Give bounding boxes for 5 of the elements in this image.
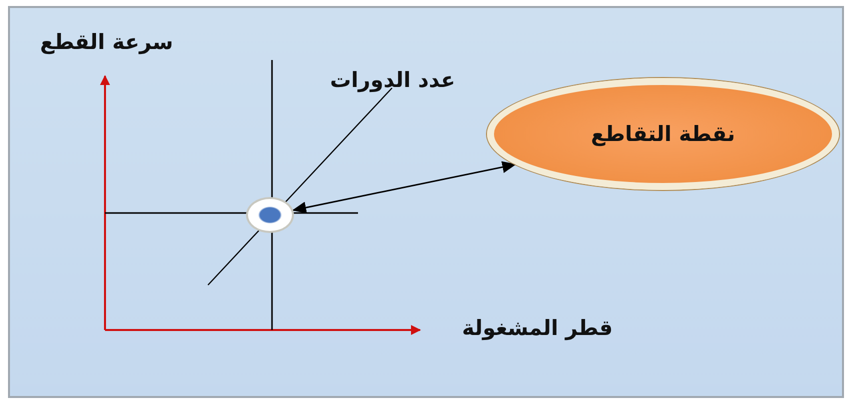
axis-label: سرعة القطع: [40, 30, 174, 54]
axis-label: عدد الدورات: [330, 68, 456, 92]
double-arrow: [292, 161, 516, 214]
axis-label: قطر المشغولة: [462, 316, 613, 340]
callout-text: نقطة التقاطع: [590, 122, 736, 146]
